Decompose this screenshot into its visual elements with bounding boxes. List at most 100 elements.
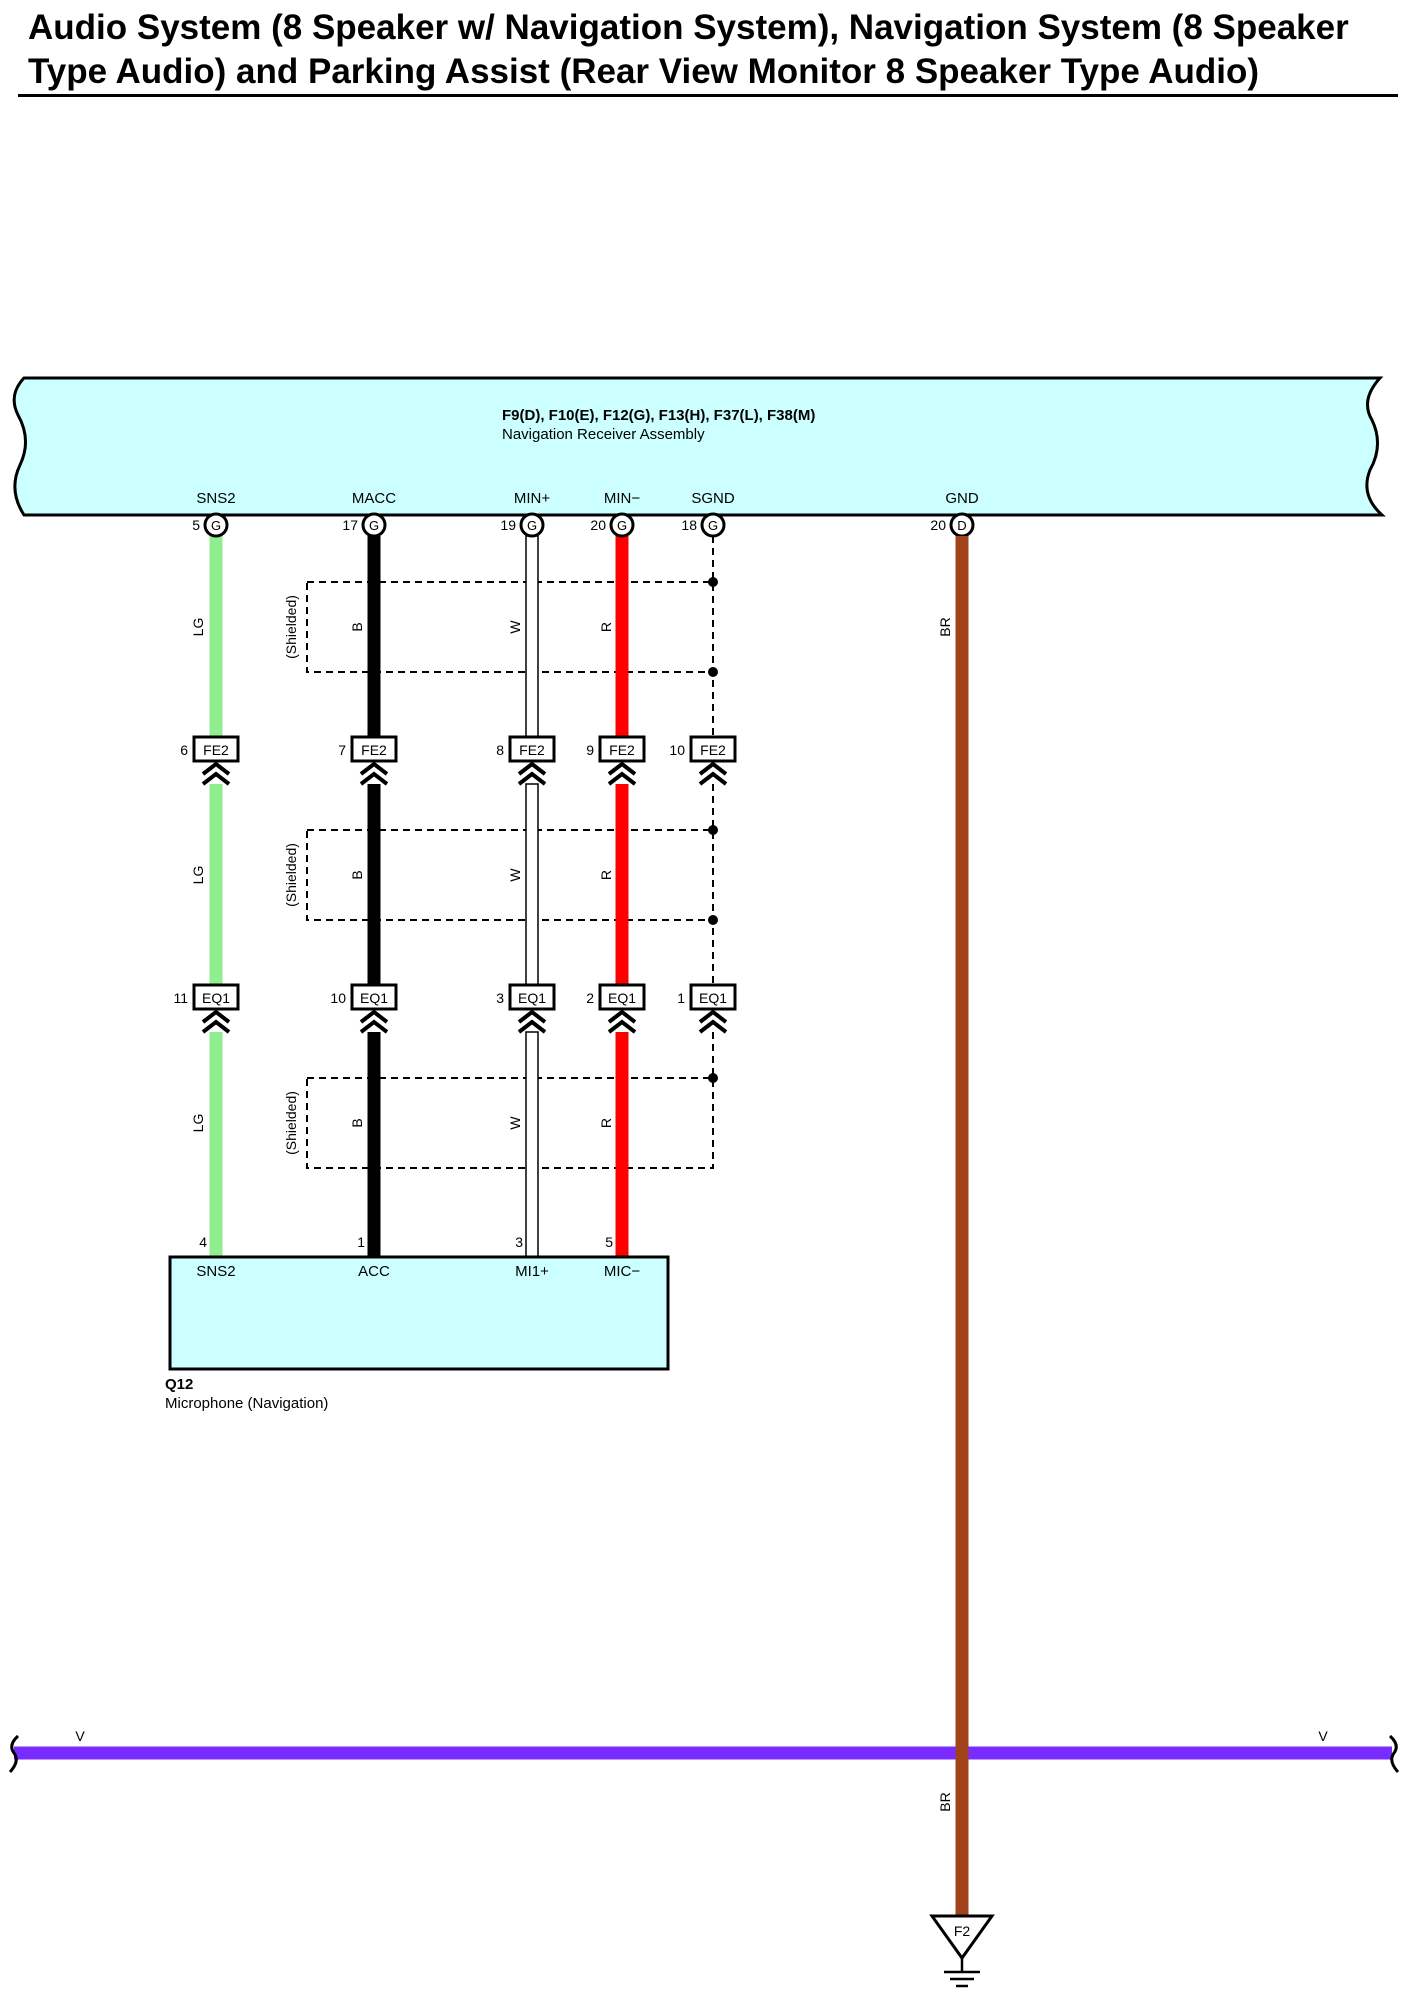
mic-pin-label: SNS2	[196, 1263, 235, 1280]
wire-code-macc: B	[349, 622, 365, 631]
wire-code-macc: B	[349, 1118, 365, 1127]
connector-eq1-row: EQ1 11 EQ1 10 EQ1 3 EQ1 2 EQ1 1	[173, 983, 737, 1034]
wire-code-min-minus: R	[598, 622, 614, 632]
receiver-pin-conn: G	[211, 518, 221, 533]
junction-dot	[708, 667, 718, 677]
connector-fe2-pin: 8	[496, 742, 504, 758]
receiver-pin-number: 20	[590, 517, 606, 533]
connector-fe2-pin: 10	[669, 742, 685, 758]
connector-eq1-name: EQ1	[699, 990, 727, 1006]
wire-code-min-plus: W	[507, 868, 523, 882]
receiver-pin-conn: G	[527, 518, 537, 533]
connector-fe2-name: FE2	[203, 742, 229, 758]
receiver-pin-terminal	[361, 512, 387, 538]
receiver-pin-terminal	[519, 512, 545, 538]
connector-fe2-box	[508, 735, 556, 763]
connector-eq1-pin: 10	[330, 990, 346, 1006]
receiver-pin-label-min-plus: MIN+	[514, 490, 550, 507]
mic-pin-number: 3	[515, 1234, 523, 1250]
connector-chevron-icon	[698, 761, 728, 786]
wire-code-gnd: BR	[937, 617, 953, 636]
wire-code-macc: B	[349, 870, 365, 879]
mic-pin-label: MI1+	[515, 1263, 549, 1280]
connector-fe2-box	[192, 735, 240, 763]
bus-wire-code-right: V	[1318, 1728, 1328, 1744]
receiver-pin-conn: D	[957, 518, 966, 533]
wire-min-plus-w	[525, 535, 539, 1258]
receiver-pin-terminal	[203, 512, 229, 538]
receiver-pin-conn: G	[617, 518, 627, 533]
connector-eq1-box	[508, 983, 556, 1011]
connector-chevron-icon	[698, 1009, 728, 1034]
wire-code-sns2: LG	[190, 866, 206, 885]
bus-break-left-icon	[8, 1734, 20, 1774]
connector-fe2-row: FE2 6 FE2 7 FE2 8 FE2 9 FE2 10	[180, 735, 737, 786]
receiver-assembly-box	[12, 376, 1386, 517]
junction-dot	[708, 1073, 718, 1083]
wire-color-codes: LG LG LG B B B W W W R R R BR BR	[190, 617, 953, 1811]
connector-fe2-name: FE2	[700, 742, 726, 758]
connector-eq1-pin: 2	[586, 990, 594, 1006]
connector-eq1-box	[350, 983, 398, 1011]
connector-fe2-pin: 6	[180, 742, 188, 758]
receiver-pin-number: 20	[930, 517, 946, 533]
connector-chevron-icon	[607, 1009, 637, 1034]
receiver-pin-number: 18	[681, 517, 697, 533]
title-underline	[18, 94, 1398, 97]
microphone-box	[168, 1255, 670, 1371]
connector-fe2-name: FE2	[361, 742, 387, 758]
receiver-pin-number: 5	[192, 517, 200, 533]
ground-triangle-icon	[929, 1914, 995, 1961]
receiver-pin-label-sgnd: SGND	[691, 490, 735, 507]
wire-min-plus-seg3	[525, 1031, 539, 1258]
connector-eq1-pin: 11	[173, 990, 188, 1006]
wire-code-min-plus: W	[507, 1116, 523, 1130]
wire-min-plus-seg2	[525, 783, 539, 986]
connector-fe2-box	[598, 735, 646, 763]
bus-wire-code-left: V	[75, 1728, 85, 1744]
wire-code-sns2: LG	[190, 618, 206, 637]
bus-break-right-icon	[1388, 1734, 1400, 1774]
receiver-pin-conn: G	[369, 518, 379, 533]
connector-chevron-icon	[359, 761, 389, 786]
page-title-line-1: Audio System (8 Speaker w/ Navigation Sy…	[28, 8, 1349, 47]
microphone-name: Microphone (Navigation)	[165, 1395, 328, 1412]
receiver-pin-conn: G	[708, 518, 718, 533]
connector-eq1-name: EQ1	[518, 990, 546, 1006]
ground-icon	[944, 1958, 980, 1988]
wire-code-min-minus: R	[598, 1118, 614, 1128]
receiver-name: Navigation Receiver Assembly	[502, 426, 705, 443]
wire-code-min-minus: R	[598, 870, 614, 880]
connector-eq1-name: EQ1	[360, 990, 388, 1006]
mic-pin-number: 4	[199, 1234, 207, 1250]
connector-fe2-box	[689, 735, 737, 763]
receiver-pin-label-min-minus: MIN−	[604, 490, 640, 507]
ground-point-f2: F2	[929, 1914, 995, 1988]
microphone-id: Q12	[165, 1376, 193, 1393]
mic-pin-number: 1	[357, 1234, 365, 1250]
receiver-pin-terminal	[700, 512, 726, 538]
page-title-line-2: Type Audio) and Parking Assist (Rear Vie…	[28, 52, 1260, 91]
wire-code-gnd: BR	[937, 1792, 953, 1811]
shield-label-1: (Shielded)	[283, 595, 299, 659]
mic-pin-number: 5	[605, 1234, 613, 1250]
shield-label-3: (Shielded)	[283, 1091, 299, 1155]
connector-fe2-pin: 9	[586, 742, 594, 758]
shield-label-2: (Shielded)	[283, 843, 299, 907]
receiver-pin-label-macc: MACC	[352, 490, 396, 507]
connector-fe2-name: FE2	[519, 742, 545, 758]
connector-eq1-pin: 3	[496, 990, 504, 1006]
connector-chevron-icon	[359, 1009, 389, 1034]
connector-eq1-box	[192, 983, 240, 1011]
connector-chevron-icon	[517, 1009, 547, 1034]
junction-dot	[708, 825, 718, 835]
wire-code-min-plus: W	[507, 620, 523, 634]
mic-pin-label: MIC−	[604, 1263, 640, 1280]
connector-chevron-icon	[517, 761, 547, 786]
wire-min-plus-seg1	[525, 535, 539, 738]
receiver-pin-number: 17	[342, 517, 358, 533]
connector-fe2-name: FE2	[609, 742, 635, 758]
connector-eq1-box	[689, 983, 737, 1011]
